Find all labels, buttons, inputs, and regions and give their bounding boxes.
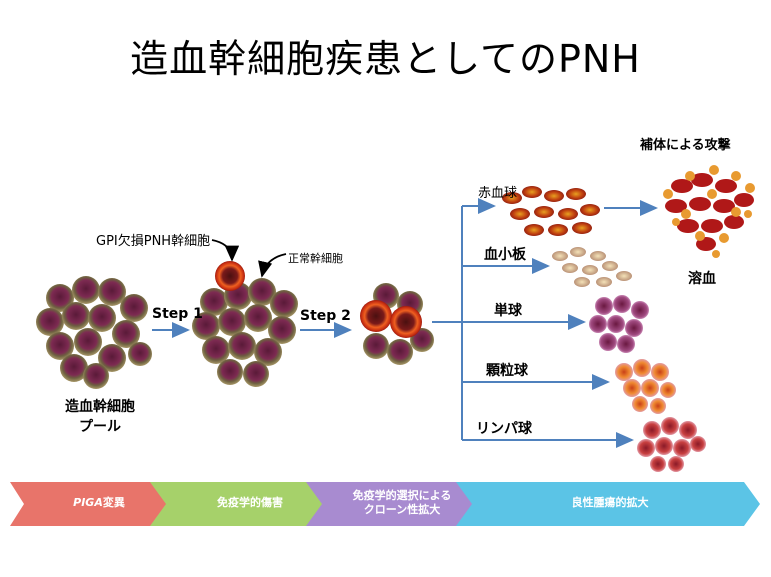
stage2-chevron <box>150 482 338 526</box>
gpi-callout-arrow <box>211 239 240 262</box>
stage3-chevron <box>306 482 490 526</box>
normal-callout-arrow <box>258 253 287 278</box>
stage3-line1: 免疫学的選択による <box>352 489 452 502</box>
stem-pool-label-line1: 造血幹細胞 <box>65 399 135 415</box>
hemolysis-label: 溶血 <box>688 271 716 287</box>
step1-label: Step 1 <box>152 306 203 322</box>
stem-pool-label-line2: プール <box>79 419 121 435</box>
stage1-gene: PIGA <box>73 496 103 509</box>
cluster-with-pnh-cell <box>192 261 298 387</box>
lymphocyte-label: リンパ球 <box>476 421 532 437</box>
platelet-label: 血小板 <box>484 247 526 263</box>
stem-cell-pool <box>36 276 152 389</box>
stage2-label: 免疫学的傷害 <box>217 496 283 509</box>
expanded-pnh-clone <box>360 283 434 365</box>
step2-label: Step 2 <box>300 308 351 324</box>
stage4-label: 良性腫瘍的拡大 <box>571 496 649 509</box>
stage1-chevron <box>10 482 184 526</box>
rbc-cluster <box>502 186 600 236</box>
stage1-suffix: 変異 <box>102 496 125 509</box>
stage4-chevron <box>456 482 760 526</box>
monocyte-cluster <box>589 295 649 353</box>
complement-attack-label: 補体による攻撃 <box>640 138 731 153</box>
pnh-diagram <box>36 165 755 472</box>
platelet-cluster <box>552 247 632 287</box>
granulocyte-label: 顆粒球 <box>486 363 528 379</box>
stage3-label: 免疫学的選択による クローン性拡大 <box>322 489 482 517</box>
gpi-deficient-label: GPI欠損PNH幹細胞 <box>96 234 211 249</box>
lymphocyte-cluster <box>637 417 706 472</box>
normal-stem-label: 正常幹細胞 <box>288 252 343 265</box>
stem-pool-label: 造血幹細胞 プール <box>62 396 138 436</box>
monocyte-label: 単球 <box>494 303 522 319</box>
stage1-label: PIGA変異 <box>24 496 174 510</box>
page-title: 造血幹細胞疾患としてのPNH <box>130 37 641 81</box>
stage3-line2: クローン性拡大 <box>363 503 441 516</box>
progression-band <box>10 482 760 526</box>
lineage-branches <box>432 198 658 448</box>
rbc-label: 赤血球 <box>478 186 518 201</box>
pnh-stem-cell <box>215 261 245 291</box>
complement-attacked-rbcs <box>663 165 755 258</box>
granulocyte-cluster <box>615 359 676 414</box>
